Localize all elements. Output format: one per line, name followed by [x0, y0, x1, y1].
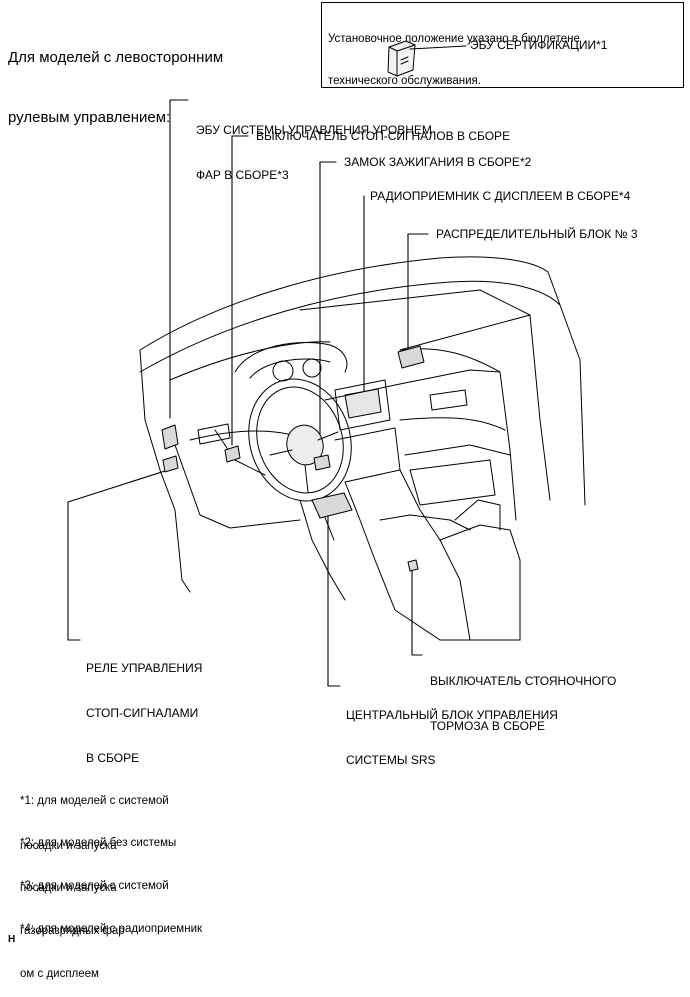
footnote-2: *2: для моделей без системы посадки и за… [20, 806, 176, 911]
callout-stop-relay-line-2: СТОП-СИГНАЛАМИ [86, 706, 199, 720]
footnote-3: *3: для моделей с системой газоразрядных… [20, 849, 169, 954]
footnote-4: *4: для моделей с радиоприемник ом с дис… [20, 892, 202, 997]
callout-srs-line-2: СИСТЕМЫ SRS [346, 753, 436, 767]
steering-wheel [248, 378, 352, 576]
certification-note: Установочное положение указано в бюллете… [328, 4, 580, 102]
leader-lines [67, 99, 429, 687]
component-markers [161, 345, 425, 572]
leader-headlamp-ecu [169, 99, 189, 419]
leader-junction-block [407, 233, 429, 353]
footnote-4-line-1: *4: для моделей с радиоприемник [20, 923, 203, 935]
dashboard-illustration [67, 40, 586, 687]
certification-box [321, 2, 684, 88]
callout-radio-display: РАДИОПРИЕМНИК С ДИСПЛЕЕМ В СБОРЕ*4 [370, 189, 631, 203]
footnote-1-line-1: *1: для моделей с системой [20, 795, 169, 807]
footnote-2-line-2: посадки и запуска [20, 882, 117, 894]
leader-srs [327, 509, 341, 687]
certification-ecu-label: ЭБУ СЕРТИФИКАЦИИ*1 [470, 38, 608, 52]
callout-parking-brake: ВЫКЛЮЧАТЕЛЬ СТОЯНОЧНОГО ТОРМОЗА В СБОРЕ [430, 644, 616, 749]
callout-headlamp-ecu: ЭБУ СИСТЕМЫ УПРАВЛЕНИЯ УРОВНЕМ ФАР В СБО… [196, 93, 432, 198]
callout-parking-brake-line-2: ТОРМОЗА В СБОРЕ [430, 719, 545, 733]
callout-srs: ЦЕНТРАЛЬНЫЙ БЛОК УПРАВЛЕНИЯ СИСТЕМЫ SRS [346, 678, 558, 783]
footnote-1: *1: для моделей с системой посадки и зап… [20, 764, 169, 869]
callout-ignition-lock: ЗАМОК ЗАЖИГАНИЯ В СБОРЕ*2 [344, 155, 532, 169]
stop-switch-part [224, 445, 241, 463]
leader-ignition-lock [319, 161, 337, 461]
junction-block-part [397, 345, 425, 369]
srs-ecu-part [311, 492, 353, 519]
certification-note-line-1: Установочное положение указано в бюллете… [328, 33, 580, 45]
heading-line-2: рулевым управлением: [8, 109, 171, 126]
callout-stop-switch: ВЫКЛЮЧАТЕЛЬ СТОП-СИГНАЛОВ В СБОРЕ [256, 129, 511, 143]
footnote-3-line-2: газоразрядных фар [20, 925, 125, 937]
callout-srs-line-1: ЦЕНТРАЛЬНЫЙ БЛОК УПРАВЛЕНИЯ [346, 708, 558, 722]
callout-stop-relay: РЕЛЕ УПРАВЛЕНИЯ СТОП-СИГНАЛАМИ В СБОРЕ [86, 631, 202, 781]
leader-parking-brake [411, 564, 423, 656]
certification-note-line-2: технического обслуживания. [328, 75, 481, 87]
callout-headlamp-ecu-line-2: ФАР В СБОРЕ*3 [196, 168, 289, 182]
center-console [329, 469, 521, 641]
footnote-1-line-2: посадки и запуска [20, 840, 117, 852]
footnote-2-line-1: *2: для моделей без системы [20, 837, 177, 849]
callout-parking-brake-line-1: ВЫКЛЮЧАТЕЛЬ СТОЯНОЧНОГО [430, 674, 617, 688]
callout-stop-relay-line-3: В СБОРЕ [86, 751, 140, 765]
footnote-4-line-2: ом с дисплеем [20, 968, 99, 980]
callout-headlamp-ecu-line-1: ЭБУ СИСТЕМЫ УПРАВЛЕНИЯ УРОВНЕМ [196, 123, 432, 137]
dashboard-outline [139, 256, 586, 593]
ignition-lock-part [313, 454, 331, 471]
heading-line-1: Для моделей с левосторонним [8, 49, 224, 66]
stop-relay-part [162, 455, 179, 473]
certification-ecu-drawing [387, 40, 467, 77]
callout-junction-block: РАСПРЕДЕЛИТЕЛЬНЫЙ БЛОК № 3 [436, 227, 638, 241]
headlamp-ecu-part [161, 424, 179, 450]
diagram-heading: Для моделей с левосторонним рулевым упра… [8, 8, 223, 148]
leader-stop-switch [231, 135, 249, 446]
footnote-3-line-1: *3: для моделей с системой [20, 880, 169, 892]
callout-stop-relay-line-1: РЕЛЕ УПРАВЛЕНИЯ [86, 661, 203, 675]
leader-stop-relay [67, 469, 169, 641]
parking-brake-part [407, 559, 419, 572]
corner-mark: H [8, 934, 16, 945]
